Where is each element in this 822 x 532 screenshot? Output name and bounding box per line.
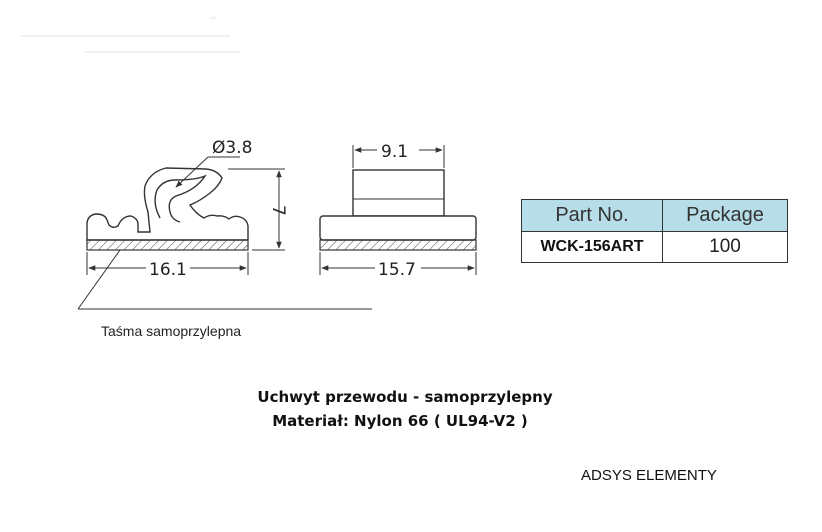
- table-row: WCK-156ART 100: [521, 231, 788, 263]
- clip-side-view: Ø3.8 7 16.1: [77, 138, 372, 310]
- diameter-label: Ø3.8: [212, 138, 252, 158]
- front-top-block: [352, 169, 445, 217]
- left-width-label: 16.1: [149, 260, 187, 280]
- base-width-label: 15.7: [378, 260, 416, 280]
- brand-name: ADSYS ELEMENTY: [581, 467, 717, 484]
- spec-table-header: Part No. Package: [521, 199, 788, 232]
- scan-artifacts: [20, 17, 240, 53]
- spec-table: Part No. Package WCK-156ART 100: [521, 199, 788, 263]
- front-base: [319, 215, 477, 241]
- cell-package: 100: [662, 231, 788, 263]
- cell-part-no: WCK-156ART: [521, 231, 663, 263]
- top-width-label: 9.1: [381, 142, 408, 162]
- clip-hook-inner: [154, 174, 207, 223]
- height-label: 7: [268, 205, 288, 216]
- header-part-no: Part No.: [521, 199, 663, 232]
- header-package: Package: [662, 199, 788, 232]
- clip-front-view: 9.1 15.7: [319, 140, 477, 280]
- tape-layer-left: [86, 239, 249, 251]
- caption-material: Materiał: Nylon 66 ( UL94-V2 ): [272, 412, 528, 430]
- tape-note: Taśma samoprzylepna: [101, 323, 242, 339]
- tape-layer-right: [319, 239, 477, 251]
- caption-title: Uchwyt przewodu - samoprzylepny: [257, 388, 553, 406]
- clip-body-outline: [86, 167, 249, 241]
